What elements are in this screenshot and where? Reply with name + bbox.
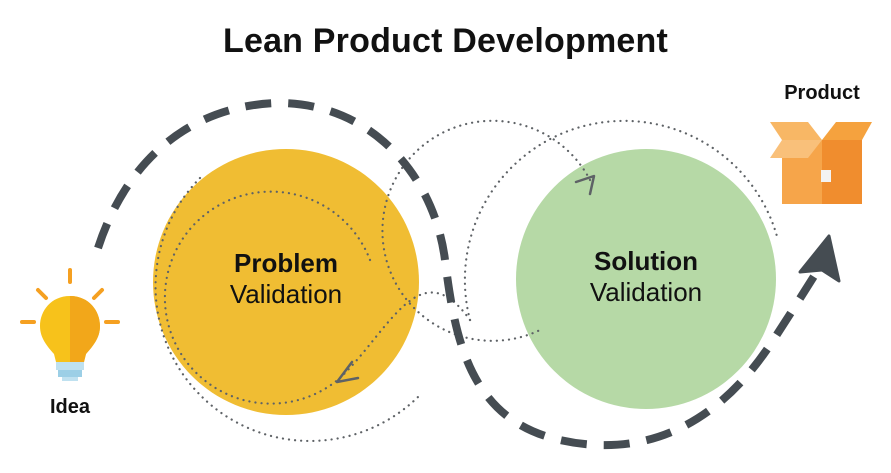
problem-dotted-loop (163, 190, 372, 405)
lightbulb-icon (20, 268, 120, 381)
problem-validation-label: Problem Validation (186, 248, 386, 310)
solution-label-line2: Validation (589, 277, 703, 308)
problem-label-line2: Validation (229, 279, 343, 310)
diagram-title: Lean Product Development (223, 22, 668, 60)
idea-label: Idea (49, 396, 91, 418)
dashed-journey-path (94, 98, 822, 450)
problem-arrow-head (335, 360, 360, 384)
solution-label-line1: Solution (594, 246, 698, 276)
solution-validation-label: Solution Validation (546, 246, 746, 308)
box-icon (770, 122, 872, 204)
problem-circle (153, 149, 419, 415)
solution-arrow-head (574, 174, 596, 196)
solution-circle (516, 149, 776, 409)
connector-dotted (338, 291, 472, 380)
problem-label-line1: Problem (233, 248, 339, 278)
problem-dotted-outer (154, 176, 422, 443)
dashed-arrow-head (798, 234, 841, 283)
product-label: Product (784, 82, 860, 104)
solution-dotted-outer (463, 119, 780, 322)
